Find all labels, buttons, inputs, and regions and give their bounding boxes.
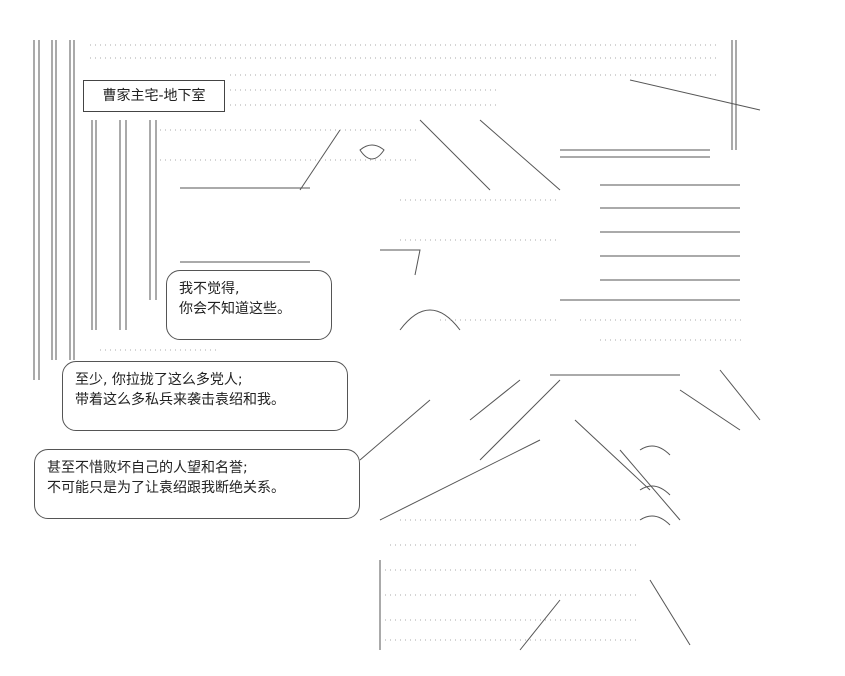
speech-line: 我不觉得, <box>179 281 240 297</box>
speech-bubble-2: 至少, 你拉拢了这么多党人; 带着这么多私兵来袭击袁绍和我。 <box>62 361 348 431</box>
dot-texture <box>90 44 745 641</box>
speech-line: 你会不知道这些。 <box>179 301 291 317</box>
speech-line: 至少, 你拉拢了这么多党人; <box>75 372 243 388</box>
location-caption-text: 曹家主宅-地下室 <box>102 88 206 104</box>
speech-bubble-3: 甚至不惜败坏自己的人望和名誉; 不可能只是为了让袁绍跟我断绝关系。 <box>34 449 360 519</box>
location-caption: 曹家主宅-地下室 <box>83 80 225 112</box>
speech-line: 不可能只是为了让袁绍跟我断绝关系。 <box>47 480 285 496</box>
speech-line: 甚至不惜败坏自己的人望和名誉; <box>47 460 248 476</box>
wall-pillars <box>33 40 761 651</box>
speech-bubble-1: 我不觉得, 你会不知道这些。 <box>166 270 332 340</box>
speech-line: 带着这么多私兵来袭击袁绍和我。 <box>75 392 285 408</box>
